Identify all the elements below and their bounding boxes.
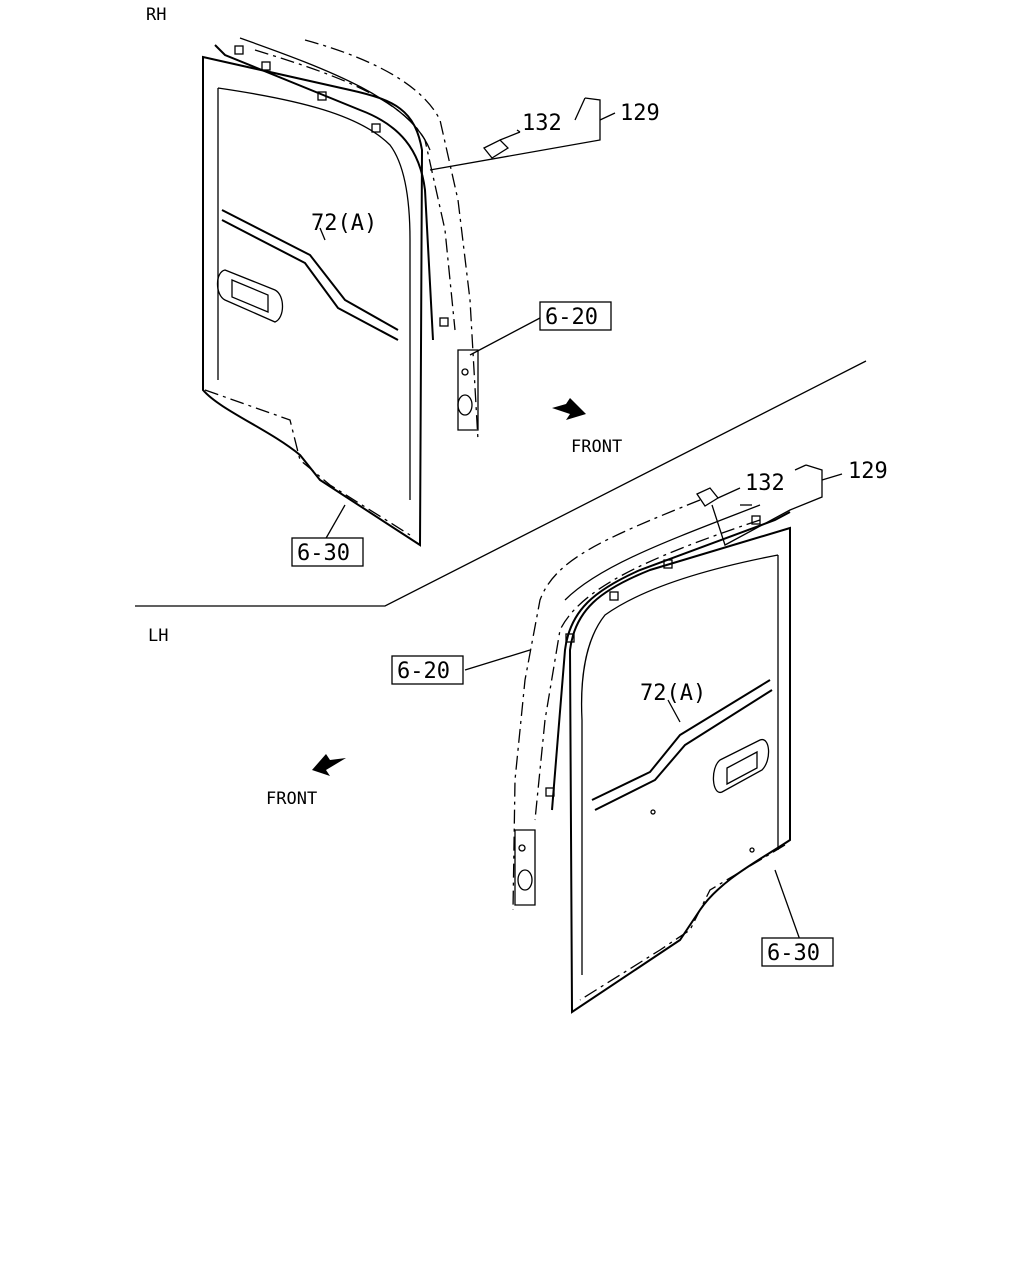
rh-front-label: FRONT: [571, 437, 622, 457]
rh-door-handle: [216, 269, 284, 323]
lh-section-label: LH: [148, 626, 168, 646]
rh-door-outer: [202, 55, 424, 547]
lh-moulding: [591, 679, 771, 801]
rh-callout-132: 132: [522, 111, 562, 136]
lh-door-outer: [568, 526, 791, 1014]
rh-front-arrow-icon: [552, 398, 586, 420]
rh-door-inner: [217, 87, 411, 500]
lh-callout-129: 129: [848, 459, 888, 484]
lh-ref-6-20[interactable]: 6-20: [397, 659, 450, 684]
lh-callout-132: 132: [745, 471, 785, 496]
lh-weather-strip: [551, 511, 791, 811]
lh-ref-box-6-20: [391, 655, 464, 685]
lh-front-arrow-icon: [312, 754, 346, 776]
lh-door-handle: [712, 739, 770, 793]
lh-ref-box-6-30: [761, 937, 834, 967]
rh-bolt: [482, 131, 521, 159]
rh-ref-6-20[interactable]: 6-20: [545, 305, 598, 330]
rh-callout-129: 129: [620, 101, 660, 126]
rh-section-label: RH: [146, 5, 166, 25]
rh-ref-box-6-20: [539, 301, 612, 331]
lh-clips: [545, 515, 761, 797]
rh-ref-6-30[interactable]: 6-30: [297, 541, 350, 566]
rh-clips: [234, 45, 449, 327]
lh-body-opening: [512, 499, 701, 911]
lh-ref-6-30[interactable]: 6-30: [767, 941, 820, 966]
rh-moulding: [221, 209, 399, 331]
lh-bolt: [696, 487, 752, 507]
lh-leaders: [464, 464, 843, 941]
rh-ref-box-6-30: [291, 537, 364, 567]
lh-front-label: FRONT: [266, 789, 317, 809]
rh-door-assembly: [202, 37, 521, 547]
rh-body-opening: [304, 39, 479, 441]
rh-weather-strip: [214, 44, 434, 341]
section-divider: [135, 360, 867, 607]
lh-door-inner: [580, 554, 779, 975]
lh-door-assembly: [512, 487, 791, 1014]
rh-leaders: [319, 97, 616, 541]
lh-hinge-plate: [514, 829, 536, 906]
rh-callout-72a: 72(A): [311, 211, 377, 236]
lh-callout-72a: 72(A): [640, 681, 706, 706]
